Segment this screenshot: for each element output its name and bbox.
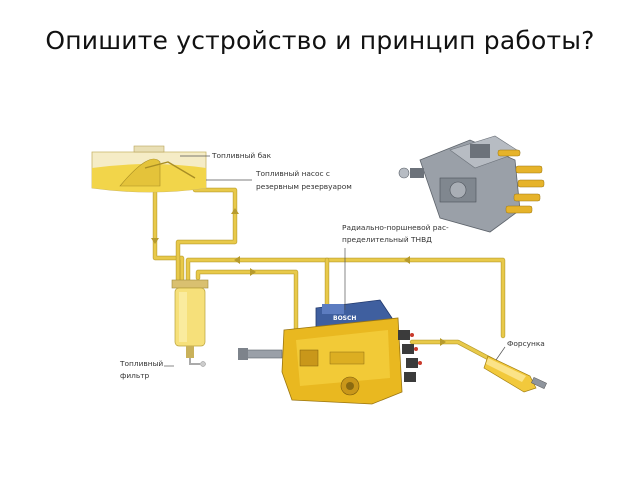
transfer-pump-label-line2: резервным резервуаром <box>256 182 352 191</box>
injector <box>483 355 547 393</box>
distributor-injection-pump: BOSCH <box>238 299 422 405</box>
fuel-tank <box>91 145 207 193</box>
fuel-filter-label-line1: Топливный <box>119 359 163 368</box>
hp-pump-label-line1: Радиально-поршневой рас- <box>342 223 449 232</box>
leader-lines <box>164 155 506 367</box>
transfer-pump-label-line1: Топливный насос с <box>255 169 330 178</box>
fuel-lines <box>152 187 506 363</box>
pump-photo <box>398 135 545 233</box>
fuel-filter <box>171 279 209 367</box>
flow-arrows <box>151 208 446 346</box>
fuel-tank-label: Топливный бак <box>211 151 272 160</box>
brand-label: BOSCH <box>333 315 356 322</box>
injector-label: Форсунка <box>507 339 545 348</box>
slide-title: Опишите устройство и принцип работы? <box>45 26 595 55</box>
fuel-filter-label-line2: фильтр <box>120 371 150 380</box>
hp-pump-label-line2: пределительный ТНВД <box>342 235 432 244</box>
